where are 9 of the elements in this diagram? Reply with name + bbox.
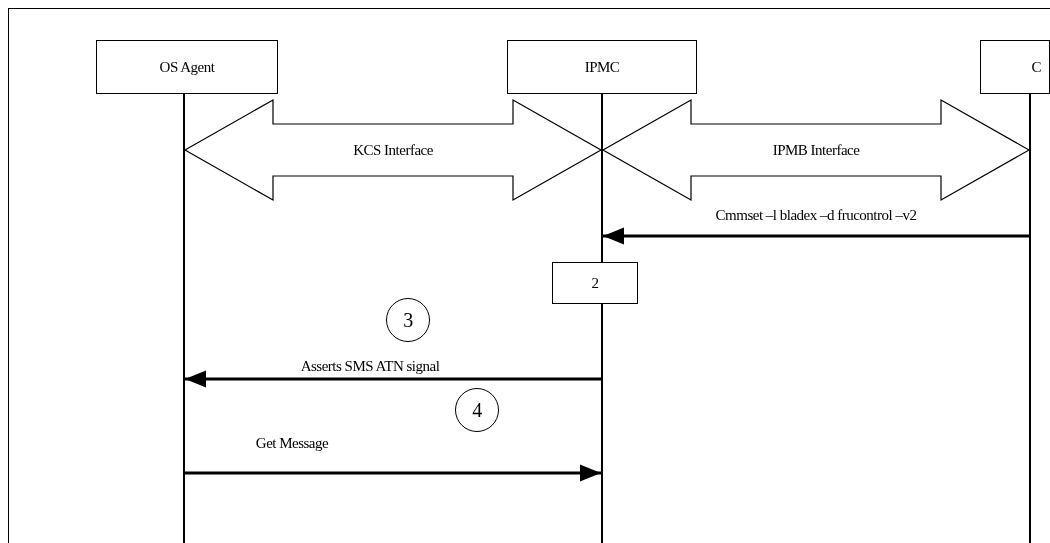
participant-box: IPMC — [507, 40, 697, 94]
step-circle: 4 — [455, 388, 499, 432]
participant-box: OS Agent — [96, 40, 278, 94]
lifeline — [183, 94, 185, 543]
lifeline — [601, 94, 603, 543]
participant-box: C — [980, 40, 1050, 94]
step-box: 2 — [552, 262, 638, 304]
step-circle: 3 — [386, 298, 430, 342]
lifeline — [1029, 94, 1031, 543]
